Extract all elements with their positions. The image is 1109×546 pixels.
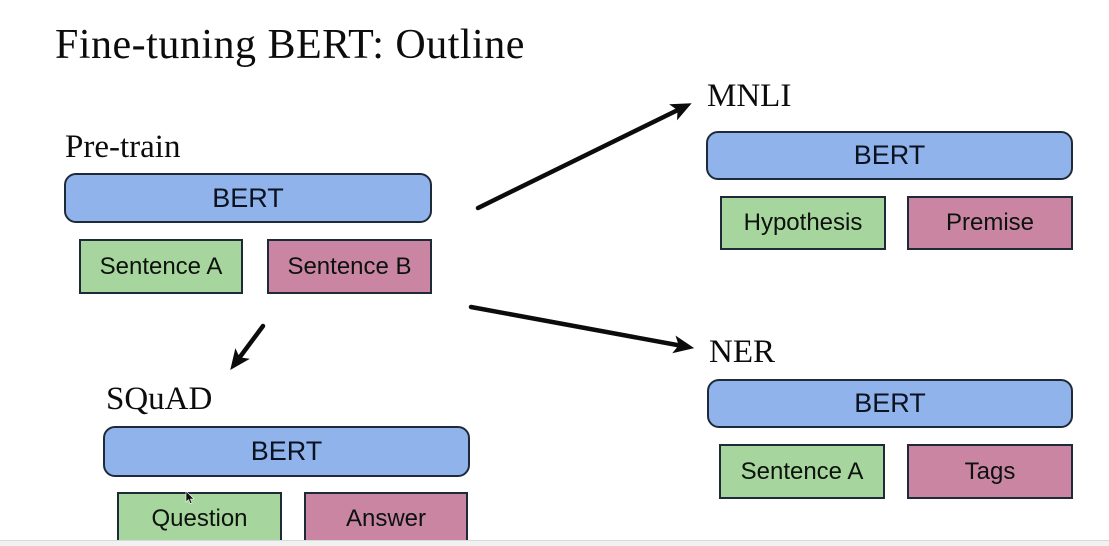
squad-label: SQuAD	[106, 381, 213, 417]
arrow-pretrain-to-ner	[468, 304, 695, 354]
pretrain-label: Pre-train	[65, 129, 181, 165]
arrow-pretrain-to-squad	[230, 323, 266, 371]
pretrain-sentence-a-box: Sentence A	[79, 239, 243, 294]
ner-bert-box: BERT	[707, 379, 1073, 428]
pretrain-bert-box: BERT	[64, 173, 432, 223]
bottom-edge-bar	[0, 540, 1109, 546]
mnli-bert-box: BERT	[706, 131, 1073, 180]
mnli-hypothesis-box: Hypothesis	[720, 196, 886, 250]
page-title: Fine-tuning BERT: Outline	[55, 22, 525, 68]
ner-label: NER	[709, 334, 775, 370]
squad-answer-box: Answer	[304, 492, 468, 546]
squad-question-box: Question	[117, 492, 282, 546]
arrow-pretrain-to-mnli	[475, 103, 692, 211]
mnli-premise-box: Premise	[907, 196, 1073, 250]
mnli-label: MNLI	[707, 78, 792, 114]
squad-bert-box: BERT	[103, 426, 470, 477]
ner-tags-box: Tags	[907, 444, 1073, 499]
pretrain-sentence-b-box: Sentence B	[267, 239, 432, 294]
ner-sentence-a-box: Sentence A	[719, 444, 885, 499]
